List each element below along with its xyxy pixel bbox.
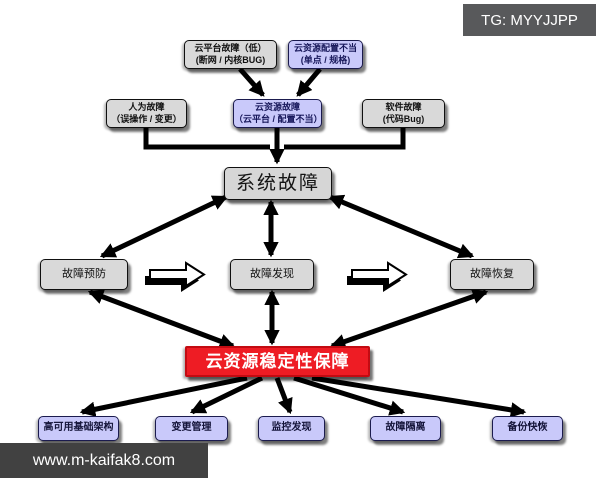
node-label: 故障预防	[62, 267, 106, 280]
node-fault-prevention: 故障预防	[40, 259, 128, 290]
edge-goal-monitor	[274, 377, 293, 415]
node-label: 监控发现	[271, 422, 312, 434]
node-label: 故障发现	[250, 267, 294, 280]
node-label: 云资源配置不当	[293, 43, 357, 54]
node-label: 备份快恢	[507, 422, 548, 434]
tg-watermark-badge: TG: MYYJJPP	[463, 4, 596, 36]
edge-prevent-goal	[87, 289, 236, 349]
node-label: 人为故障	[128, 102, 165, 113]
edge-platform-to-resource	[238, 67, 265, 97]
tg-watermark-text: TG: MYYJJPP	[481, 11, 578, 29]
edge-goal-change	[189, 375, 264, 415]
node-cloud-resource-misconfig: 云资源配置不当 (单点 / 规格)	[288, 40, 363, 69]
edge-goal-ha	[79, 375, 248, 417]
node-label: 高可用基础架构	[43, 422, 114, 434]
site-watermark-badge: www.m-kaifak8.com	[0, 443, 208, 478]
node-system-fault: 系统故障	[224, 167, 332, 200]
edge-misconfig-to-resource	[296, 67, 322, 97]
flow-arrow-icon	[347, 261, 408, 292]
node-monitoring-detection: 监控发现	[258, 416, 325, 441]
node-label: 故障恢复	[470, 267, 514, 280]
node-backup-quick-restore: 备份快恢	[492, 416, 563, 441]
node-label: 云资源故障	[254, 102, 300, 113]
node-label: 变更管理	[171, 422, 212, 434]
node-label: 云平台故障（低）	[194, 43, 267, 54]
node-sublabel: (代码Bug)	[382, 113, 425, 124]
node-sublabel: （误操作 / 变更）	[111, 113, 182, 124]
node-label: 系统故障	[235, 172, 320, 194]
node-label: 云资源稳定性保障	[205, 351, 350, 371]
node-cloud-stability-goal: 云资源稳定性保障	[185, 346, 370, 377]
site-watermark-text: www.m-kaifak8.com	[32, 451, 176, 469]
edge-root-recover	[327, 194, 475, 259]
edge-root-prevent	[99, 194, 229, 259]
edge-recover-goal	[329, 289, 489, 349]
node-software-fault: 软件故障 (代码Bug)	[362, 99, 445, 128]
flow-arrow-icon	[145, 261, 206, 292]
node-ha-architecture: 高可用基础架构	[38, 416, 119, 441]
node-label: 软件故障	[385, 102, 422, 113]
edge-goal-isolate	[293, 375, 406, 416]
node-cloud-resource-fault: 云资源故障 （云平台 / 配置不当）	[233, 99, 323, 128]
node-sublabel: （云平台 / 配置不当）	[234, 113, 323, 124]
node-fault-detection: 故障发现	[230, 259, 314, 290]
node-fault-isolation: 故障隔离	[370, 416, 441, 441]
node-label: 故障隔离	[385, 422, 426, 434]
node-sublabel: (断网 / 内核BUG)	[195, 54, 266, 65]
node-change-management: 变更管理	[155, 416, 228, 441]
edge-goal-backup	[311, 375, 527, 418]
node-sublabel: (单点 / 规格)	[300, 54, 351, 65]
node-human-fault: 人为故障 （误操作 / 变更）	[106, 99, 187, 128]
node-fault-recovery: 故障恢复	[450, 259, 534, 290]
node-cloud-platform-fault: 云平台故障（低） (断网 / 内核BUG)	[184, 40, 277, 69]
